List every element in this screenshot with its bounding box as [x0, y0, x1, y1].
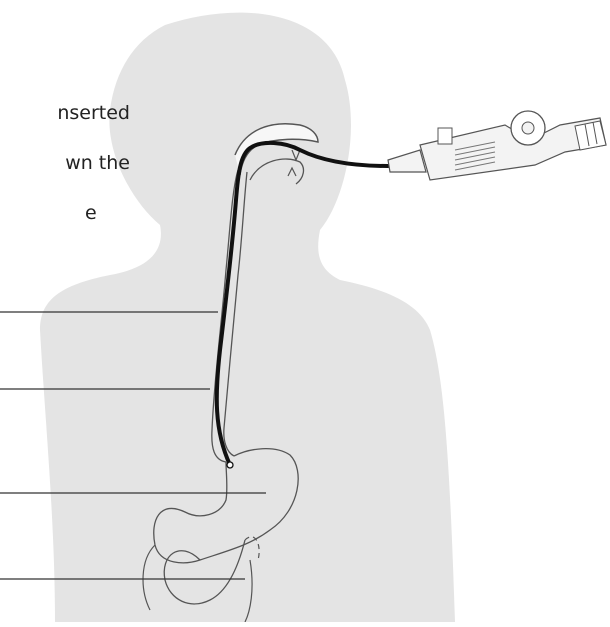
- endoscope-valve: [438, 128, 452, 144]
- endoscope-control-hub: [522, 122, 534, 134]
- endoscope-eyepiece: [575, 121, 606, 150]
- endoscope-icon: [388, 111, 606, 180]
- caption-text: nserted wn the e: [0, 76, 130, 226]
- caption-line-1: nserted: [57, 102, 130, 124]
- endoscope-tip: [227, 462, 233, 468]
- caption-line-2: wn the: [65, 152, 130, 174]
- caption-line-3: e: [0, 201, 130, 226]
- endoscope-strain-relief: [388, 150, 426, 172]
